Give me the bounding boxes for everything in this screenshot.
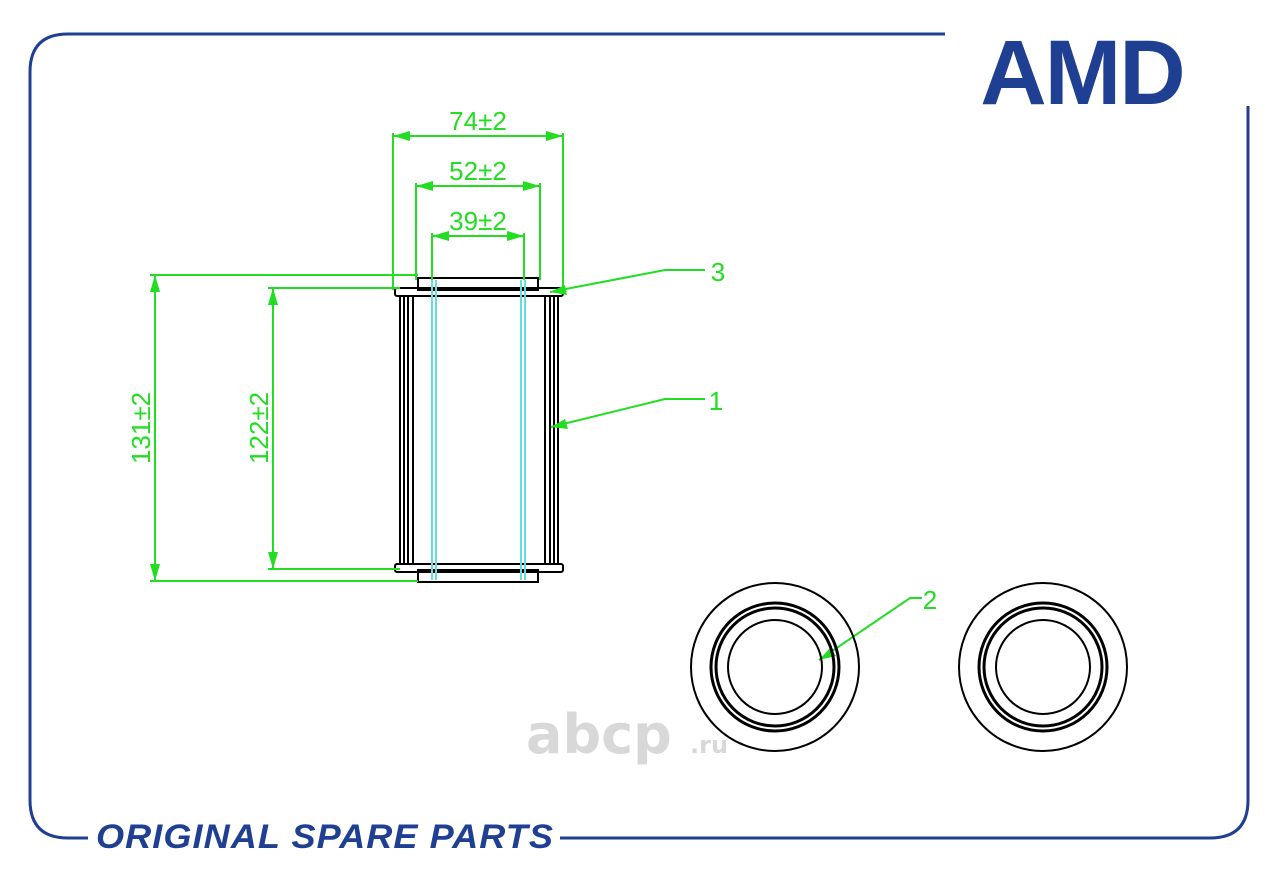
watermark-text: abcp [526, 703, 672, 766]
hole-lines [431, 280, 526, 580]
dim-outer-diameter: 74±2 [449, 106, 507, 136]
watermark: abcp .ru [526, 703, 728, 766]
amd-logo-text: AMD [980, 22, 1184, 124]
tagline-text: ORIGINAL SPARE PARTS [96, 818, 554, 856]
callout-3: 3 [711, 257, 725, 287]
bottom-end-cap [417, 569, 539, 583]
drawing-frame [28, 32, 1250, 840]
dim-total-height: 131±2 [126, 392, 156, 464]
filter-body [399, 295, 559, 565]
callout-1: 1 [709, 386, 723, 416]
end-view-left [690, 582, 860, 752]
top-end-cap [417, 277, 539, 291]
amd-logo: AMD [980, 22, 1186, 124]
dim-body-height: 122±2 [244, 392, 274, 464]
end-view-right [958, 582, 1128, 752]
watermark-suffix: .ru [690, 731, 728, 759]
dimension-lines [150, 131, 922, 661]
filter-side-view [394, 277, 564, 583]
dim-middle-diameter: 52±2 [449, 156, 507, 186]
dim-inner-diameter: 39±2 [449, 206, 507, 236]
callout-2: 2 [923, 585, 937, 615]
